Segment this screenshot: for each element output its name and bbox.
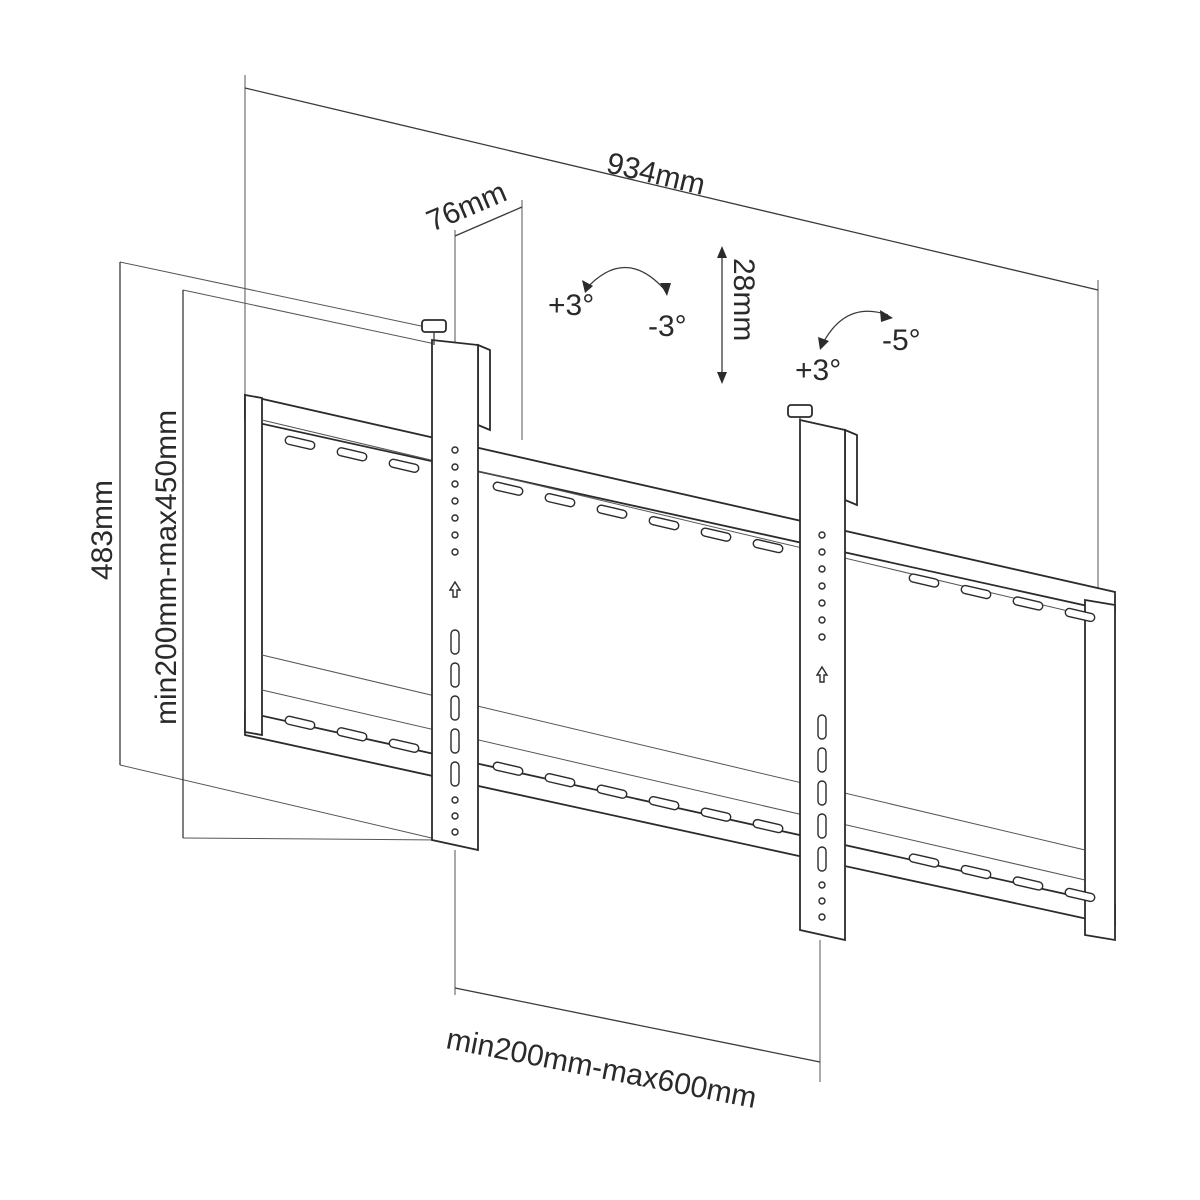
- mounting-slot: [284, 715, 316, 731]
- adjust-hole: [818, 531, 826, 539]
- mounting-slot: [960, 584, 992, 600]
- width-label: 934mm: [603, 147, 708, 202]
- height-dimension: 483mm: [86, 261, 441, 841]
- mounting-slot: [388, 458, 420, 473]
- tilt-right: +3° -5°: [795, 310, 921, 387]
- mounting-slot: [1064, 607, 1096, 623]
- vesa-slot: [817, 747, 827, 773]
- adjust-hole: [451, 446, 459, 454]
- adjust-hole: [818, 548, 826, 556]
- left-bracket: [421, 319, 491, 852]
- mounting-slot: [596, 504, 628, 519]
- adjust-hole: [451, 531, 459, 539]
- mounting-slot: [700, 807, 732, 822]
- adjust-hole: [818, 881, 826, 889]
- vertical-spacing-dimension: min200mm-max450mm: [150, 289, 441, 841]
- tilt-left: +3° -3°: [548, 267, 687, 343]
- mounting-slot: [544, 493, 576, 508]
- adjust-hole: [818, 897, 826, 905]
- mounting-slot: [336, 727, 368, 742]
- vertical-adjust-label: 28mm: [727, 258, 760, 341]
- mounting-slot: [1012, 596, 1044, 611]
- vertical-adjust-dimension: 28mm: [717, 246, 760, 384]
- mounting-slot: [492, 481, 524, 496]
- mounting-slot: [1012, 876, 1044, 891]
- right-bracket: [787, 404, 858, 942]
- mounting-slot: [1064, 887, 1096, 903]
- vesa-slot: [450, 629, 460, 655]
- tilt-right-plus: +3°: [795, 354, 841, 387]
- horizontal-spacing-dimension: min200mm-max600mm: [444, 850, 821, 1115]
- adjust-hole: [818, 616, 826, 624]
- adjust-hole: [451, 828, 459, 836]
- adjust-hole: [818, 633, 826, 641]
- mounting-slot: [596, 784, 628, 799]
- height-label: 483mm: [86, 480, 119, 580]
- mounting-slot: [388, 738, 420, 753]
- mounting-slot: [908, 573, 940, 588]
- up-arrow-icon: [815, 665, 829, 683]
- tilt-left-plus: +3°: [548, 289, 594, 322]
- mounting-slot: [648, 795, 680, 811]
- mounting-slot: [336, 447, 368, 462]
- adjust-hole: [818, 599, 826, 607]
- vesa-slot: [450, 662, 460, 688]
- adjust-hole: [451, 812, 459, 820]
- tilt-left-minus: -3°: [648, 310, 687, 343]
- adjust-hole: [818, 913, 826, 921]
- adjust-hole: [818, 582, 826, 590]
- adjust-hole: [451, 796, 459, 804]
- vesa-slot: [817, 714, 827, 740]
- vesa-slot: [450, 728, 460, 754]
- mounting-slot: [492, 761, 524, 776]
- adjust-hole: [451, 480, 459, 488]
- mounting-slot: [752, 538, 784, 554]
- vertical-spacing-label: min200mm-max450mm: [150, 410, 183, 725]
- wall-frame: [244, 393, 1116, 942]
- mounting-slot: [284, 435, 316, 451]
- adjust-hole: [451, 514, 459, 522]
- adjust-hole: [451, 463, 459, 471]
- mounting-slot: [544, 773, 576, 788]
- depth-label: 76mm: [422, 175, 512, 238]
- adjust-hole: [451, 548, 459, 556]
- vesa-slot: [817, 813, 827, 839]
- mounting-slot: [908, 853, 940, 868]
- mounting-slot: [648, 515, 680, 531]
- adjust-hole: [818, 565, 826, 573]
- mounting-slot: [960, 864, 992, 880]
- vesa-slot: [817, 780, 827, 806]
- adjust-hole: [451, 497, 459, 505]
- mounting-slot: [700, 527, 732, 542]
- vesa-slot: [450, 695, 460, 721]
- mounting-slot: [752, 818, 784, 834]
- up-arrow-icon: [448, 580, 462, 598]
- horizontal-spacing-label: min200mm-max600mm: [444, 1022, 760, 1115]
- vesa-slot: [817, 846, 827, 872]
- vesa-slot: [450, 761, 460, 787]
- tilt-right-minus: -5°: [882, 324, 921, 357]
